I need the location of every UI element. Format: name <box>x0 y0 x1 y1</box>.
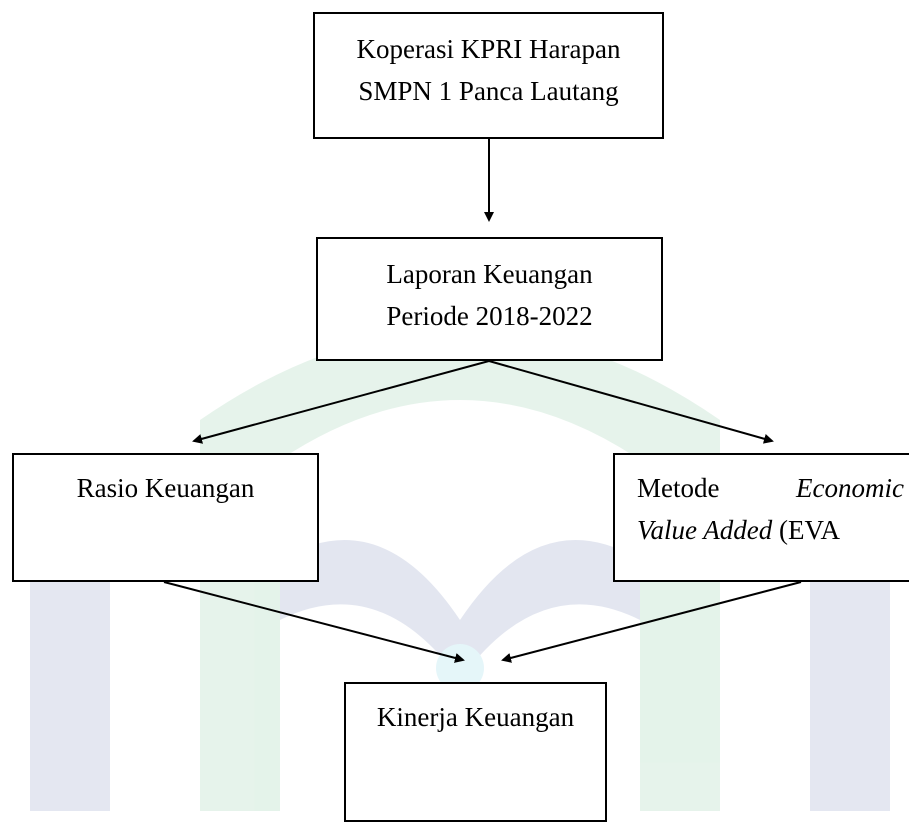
node-metode-line1: Metode Economic <box>637 467 904 509</box>
node-kinerja-keuangan: Kinerja Keuangan <box>344 682 607 822</box>
node-metode-word-eva: (EVA <box>778 515 840 545</box>
node-metode-eva: Metode Economic Value Added (EVA <box>613 453 909 582</box>
node-metode-word-metode: Metode <box>637 473 720 503</box>
watermark-book <box>280 540 640 680</box>
node-kinerja-line1: Kinerja Keuangan <box>376 702 575 732</box>
node-koperasi: Koperasi KPRI Harapan SMPN 1 Panca Lauta… <box>313 12 664 139</box>
node-rasio-keuangan: Rasio Keuangan <box>12 453 319 582</box>
node-rasio-line1: Rasio Keuangan <box>76 473 255 503</box>
node-laporan-line1: Laporan Keuangan <box>386 259 593 289</box>
node-laporan-line2: Periode 2018-2022 <box>386 301 593 331</box>
watermark-arch <box>200 330 720 811</box>
node-koperasi-line2: SMPN 1 Panca Lautang <box>358 76 619 106</box>
node-metode-word-economic: Economic <box>796 473 904 503</box>
node-koperasi-line1: Koperasi KPRI Harapan <box>356 34 621 64</box>
node-laporan-keuangan: Laporan Keuangan Periode 2018-2022 <box>316 237 663 361</box>
node-metode-line2: Value Added (EVA <box>637 509 909 551</box>
node-metode-word-value-added: Value Added <box>637 515 773 545</box>
